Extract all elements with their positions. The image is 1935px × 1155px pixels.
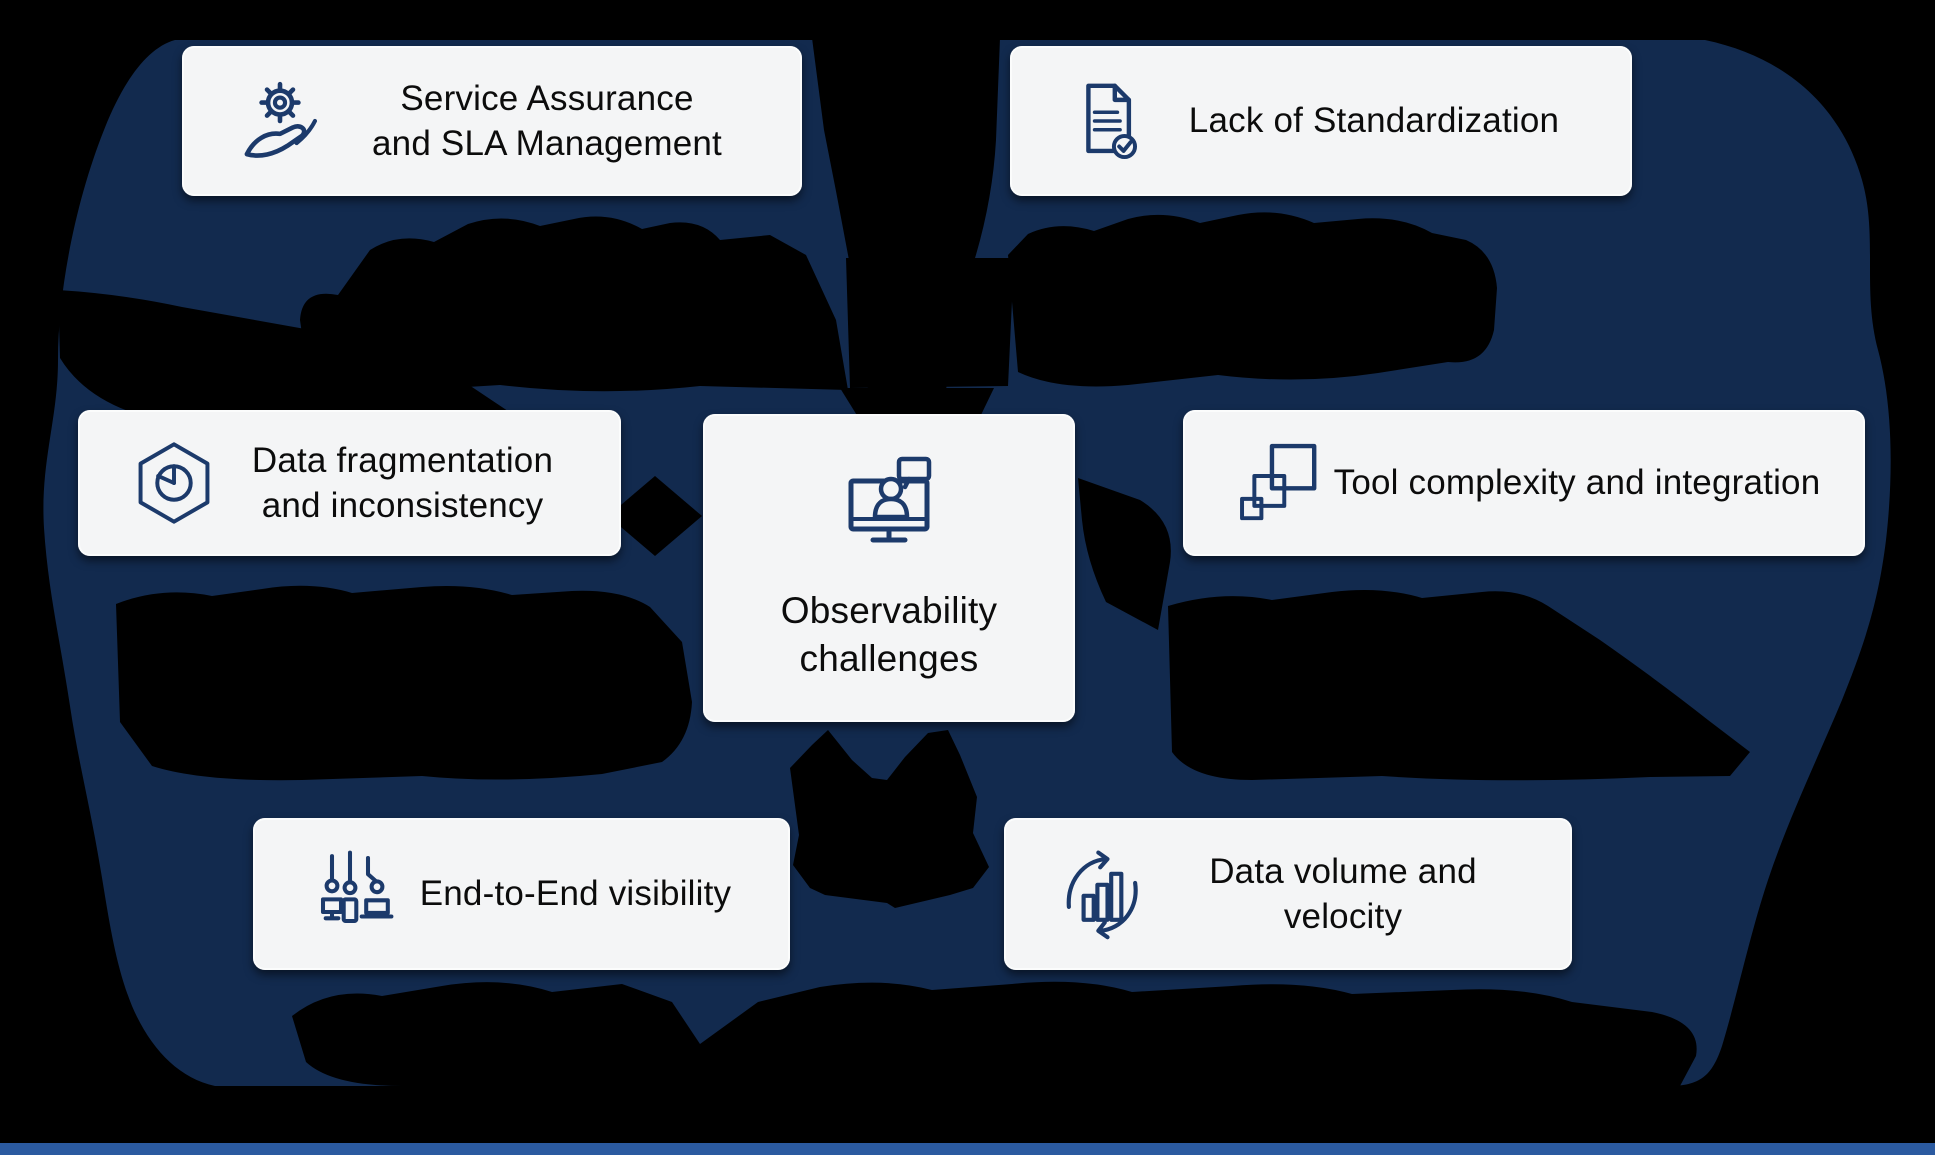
bottom-accent-bar — [0, 1143, 1935, 1155]
gear-hand-icon — [234, 75, 326, 167]
silhouette-band-right — [1008, 212, 1497, 387]
card-observability-challenges: Observability challenges — [703, 414, 1075, 722]
hexagon-pie-chart-icon — [130, 439, 218, 527]
silhouette-band-left — [300, 216, 848, 392]
card-data-volume-velocity: Data volume and velocity — [1004, 818, 1572, 970]
card-label: Data fragmentation and inconsistency — [251, 440, 554, 526]
card-data-fragmentation: Data fragmentation and inconsistency — [78, 410, 621, 556]
card-label: Service Assurance and SLA Management — [372, 78, 722, 164]
silhouette-left-diamond-arrow — [608, 476, 702, 556]
silhouette-band-bridge — [846, 258, 1014, 388]
overlapping-squares-icon — [1235, 439, 1323, 527]
card-label: Data volume and velocity — [1209, 851, 1477, 937]
card-service-assurance: Service Assurance and SLA Management — [182, 46, 802, 196]
connected-devices-icon — [305, 849, 395, 939]
silhouette-right-arm-arrow — [1078, 478, 1171, 630]
card-label: Lack of Standardization — [1188, 101, 1560, 141]
card-label: Observability challenges — [780, 589, 998, 679]
card-lack-of-standardization: Lack of Standardization — [1010, 46, 1632, 196]
card-label: Tool complexity and integration — [1333, 463, 1821, 503]
card-end-to-end-visibility: End-to-End visibility — [253, 818, 790, 970]
monitor-person-chat-icon — [837, 453, 941, 553]
silhouette-bottom-butterfly — [790, 730, 989, 908]
silhouette-mid-left-mass — [116, 585, 692, 781]
bar-chart-sync-icon — [1056, 848, 1148, 940]
silhouette-mid-right-mass — [1168, 590, 1750, 781]
silhouette-band-to-center-connector — [840, 388, 994, 417]
document-check-icon — [1062, 75, 1150, 167]
silhouette-bottom-band — [292, 981, 1697, 1086]
card-tool-complexity: Tool complexity and integration — [1183, 410, 1865, 556]
card-label: End-to-End visibility — [419, 874, 732, 914]
